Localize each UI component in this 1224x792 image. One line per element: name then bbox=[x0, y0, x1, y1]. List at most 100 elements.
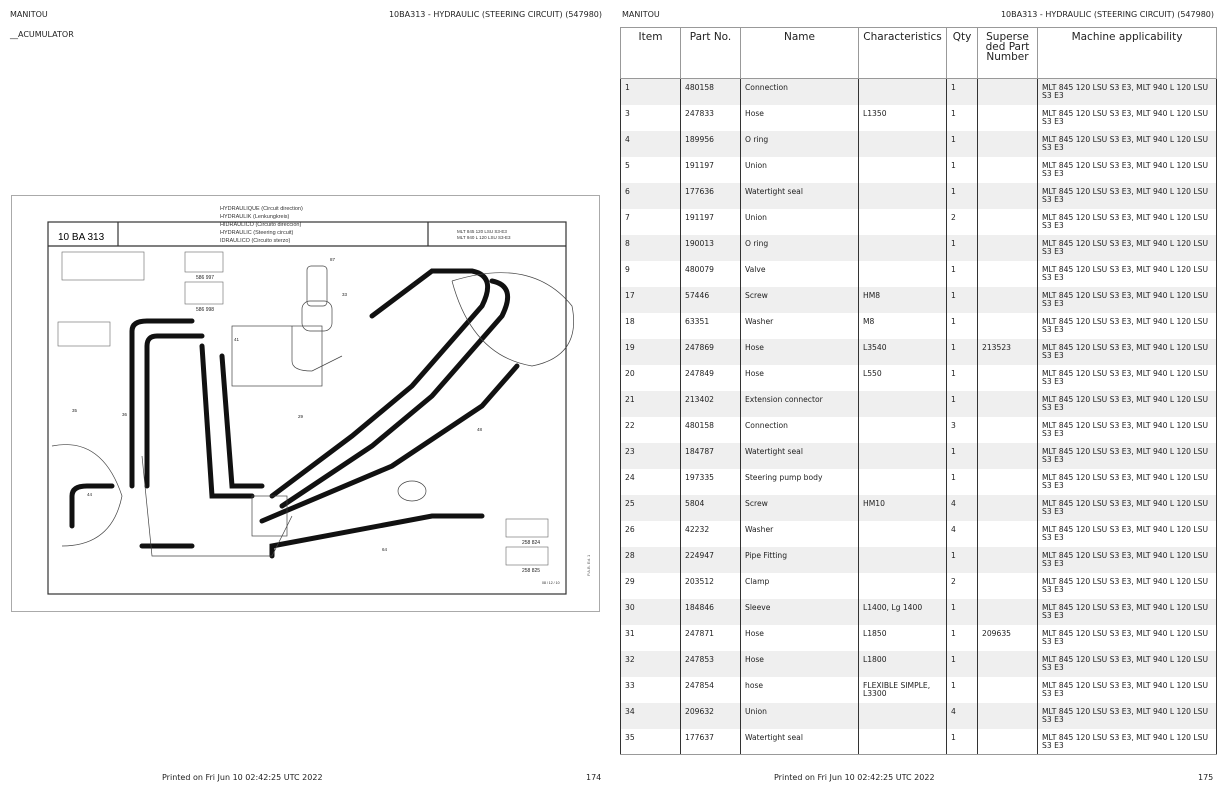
cell-name: Screw bbox=[740, 286, 859, 313]
cell-item: 6 bbox=[620, 182, 681, 209]
diagram-code: 10 BA 313 bbox=[58, 232, 105, 243]
page-title: 10BA313 - HYDRAULIC (STEERING CIRCUIT) (… bbox=[388, 10, 602, 19]
cell-superseded bbox=[977, 234, 1038, 261]
cell-machine-applicability: MLT 845 120 LSU S3 E3, MLT 940 L 120 LSU… bbox=[1037, 676, 1217, 703]
cell-qty: 1 bbox=[946, 182, 978, 209]
cell-characteristics bbox=[858, 468, 947, 495]
cell-qty: 1 bbox=[946, 312, 978, 339]
cell-superseded bbox=[977, 468, 1038, 495]
brand-label-right: MANITOU bbox=[622, 10, 660, 19]
cell-part-no: 177636 bbox=[680, 182, 741, 209]
cell-machine-applicability: MLT 845 120 LSU S3 E3, MLT 940 L 120 LSU… bbox=[1037, 624, 1217, 651]
cell-name: Union bbox=[740, 702, 859, 729]
cell-item: 1 bbox=[620, 78, 681, 105]
cell-machine-applicability: MLT 845 120 LSU S3 E3, MLT 940 L 120 LSU… bbox=[1037, 598, 1217, 625]
cell-part-no: 247853 bbox=[680, 650, 741, 677]
cell-part-no: 57446 bbox=[680, 286, 741, 313]
cell-name: Pipe Fitting bbox=[740, 546, 859, 573]
diagram-title-it: IDRAULICO (Circuito sterzo) bbox=[220, 238, 290, 244]
cell-part-no: 177637 bbox=[680, 728, 741, 755]
svg-text:36: 36 bbox=[122, 412, 128, 417]
cell-part-no: 63351 bbox=[680, 312, 741, 339]
cell-item: 28 bbox=[620, 546, 681, 573]
cell-item: 35 bbox=[620, 728, 681, 755]
cell-characteristics: L1850 bbox=[858, 624, 947, 651]
cell-part-no: 184787 bbox=[680, 442, 741, 469]
cell-characteristics: M8 bbox=[858, 312, 947, 339]
cell-name: Sleeve bbox=[740, 598, 859, 625]
cell-machine-applicability: MLT 845 120 LSU S3 E3, MLT 940 L 120 LSU… bbox=[1037, 572, 1217, 599]
cell-name: Washer bbox=[740, 312, 859, 339]
cell-qty: 2 bbox=[946, 208, 978, 235]
cell-qty: 1 bbox=[946, 260, 978, 287]
svg-text:87: 87 bbox=[330, 257, 336, 262]
cell-superseded bbox=[977, 182, 1038, 209]
cell-qty: 1 bbox=[946, 650, 978, 677]
cell-characteristics bbox=[858, 260, 947, 287]
cell-superseded bbox=[977, 416, 1038, 443]
ref-258824: 258 824 bbox=[522, 540, 540, 546]
cell-item: 31 bbox=[620, 624, 681, 651]
cell-machine-applicability: MLT 845 120 LSU S3 E3, MLT 940 L 120 LSU… bbox=[1037, 260, 1217, 287]
cell-name: Connection bbox=[740, 416, 859, 443]
cell-characteristics: HM8 bbox=[858, 286, 947, 313]
page-title-right: 10BA313 - HYDRAULIC (STEERING CIRCUIT) (… bbox=[1000, 10, 1214, 19]
cell-superseded bbox=[977, 572, 1038, 599]
cell-qty: 1 bbox=[946, 598, 978, 625]
cell-item: 25 bbox=[620, 494, 681, 521]
cell-qty: 1 bbox=[946, 286, 978, 313]
cell-part-no: 247833 bbox=[680, 104, 741, 131]
cell-superseded bbox=[977, 546, 1038, 573]
cell-part-no: 191197 bbox=[680, 208, 741, 235]
diagram-title-de: HYDRAULIK (Lenkungkreis) bbox=[220, 214, 290, 220]
cell-part-no: 247854 bbox=[680, 676, 741, 703]
cell-qty: 1 bbox=[946, 156, 978, 183]
cell-qty: 1 bbox=[946, 728, 978, 755]
cell-part-no: 480079 bbox=[680, 260, 741, 287]
cell-name: Connection bbox=[740, 78, 859, 105]
cell-superseded bbox=[977, 364, 1038, 391]
cell-part-no: 191197 bbox=[680, 156, 741, 183]
cell-part-no: 480158 bbox=[680, 78, 741, 105]
cell-qty: 1 bbox=[946, 624, 978, 651]
cell-characteristics bbox=[858, 182, 947, 209]
diagram-machine-1: MLT 845 120 LSU S3-E3 bbox=[457, 229, 507, 234]
cell-name: Union bbox=[740, 208, 859, 235]
cell-name: Watertight seal bbox=[740, 442, 859, 469]
cell-superseded bbox=[977, 286, 1038, 313]
ref-258825: 258 825 bbox=[522, 568, 540, 574]
cell-characteristics: FLEXIBLE SIMPLE, L3300 bbox=[858, 676, 947, 703]
cell-qty: 4 bbox=[946, 494, 978, 521]
col-characteristics: Characteristics bbox=[858, 27, 947, 79]
cell-qty: 1 bbox=[946, 78, 978, 105]
svg-text:44: 44 bbox=[87, 492, 93, 497]
cell-name: Hose bbox=[740, 650, 859, 677]
cell-superseded bbox=[977, 312, 1038, 339]
cell-machine-applicability: MLT 845 120 LSU S3 E3, MLT 940 L 120 LSU… bbox=[1037, 78, 1217, 105]
cell-machine-applicability: MLT 845 120 LSU S3 E3, MLT 940 L 120 LSU… bbox=[1037, 156, 1217, 183]
parts-table: Item Part No. Name Characteristics Qty S… bbox=[620, 27, 1217, 755]
cell-superseded: 209635 bbox=[977, 624, 1038, 651]
diagram-date: 08 / 12 / 10 bbox=[542, 581, 560, 585]
cell-item: 5 bbox=[620, 156, 681, 183]
cell-machine-applicability: MLT 845 120 LSU S3 E3, MLT 940 L 120 LSU… bbox=[1037, 182, 1217, 209]
cell-characteristics bbox=[858, 390, 947, 417]
page-number-left: 174 bbox=[586, 773, 602, 782]
col-name: Name bbox=[740, 27, 859, 79]
cell-part-no: 247869 bbox=[680, 338, 741, 365]
cell-name: Hose bbox=[740, 624, 859, 651]
cell-name: Steering pump body bbox=[740, 468, 859, 495]
cell-machine-applicability: MLT 845 120 LSU S3 E3, MLT 940 L 120 LSU… bbox=[1037, 208, 1217, 235]
cell-qty: 1 bbox=[946, 130, 978, 157]
